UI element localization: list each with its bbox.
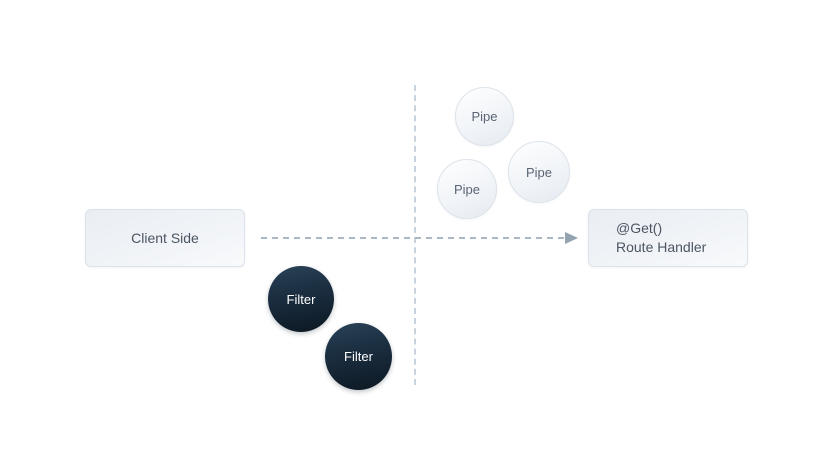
client-side-box[interactable]: Client Side bbox=[85, 209, 245, 267]
filter-label: Filter bbox=[344, 349, 373, 364]
arrow-head-icon bbox=[565, 232, 578, 244]
vertical-dashed-divider bbox=[414, 85, 416, 385]
filter-circle-2[interactable]: Filter bbox=[325, 323, 392, 390]
pipe-label: Pipe bbox=[525, 164, 553, 180]
client-side-label: Client Side bbox=[131, 229, 199, 246]
pipe-circle-1[interactable]: Pipe bbox=[455, 87, 514, 146]
pipe-circle-2[interactable]: Pipe bbox=[437, 159, 497, 219]
pipe-circle-3[interactable]: Pipe bbox=[508, 141, 570, 203]
filter-circle-1[interactable]: Filter bbox=[268, 266, 334, 332]
route-handler-label: Route Handler bbox=[616, 239, 707, 255]
route-handler-box[interactable]: @Get() Route Handler bbox=[588, 209, 748, 267]
route-handler-decorator: @Get() bbox=[616, 220, 663, 236]
pipe-label: Pipe bbox=[471, 109, 498, 124]
pipe-label: Pipe bbox=[453, 181, 481, 197]
request-flow-arrow bbox=[260, 225, 580, 251]
filter-label: Filter bbox=[286, 291, 316, 307]
